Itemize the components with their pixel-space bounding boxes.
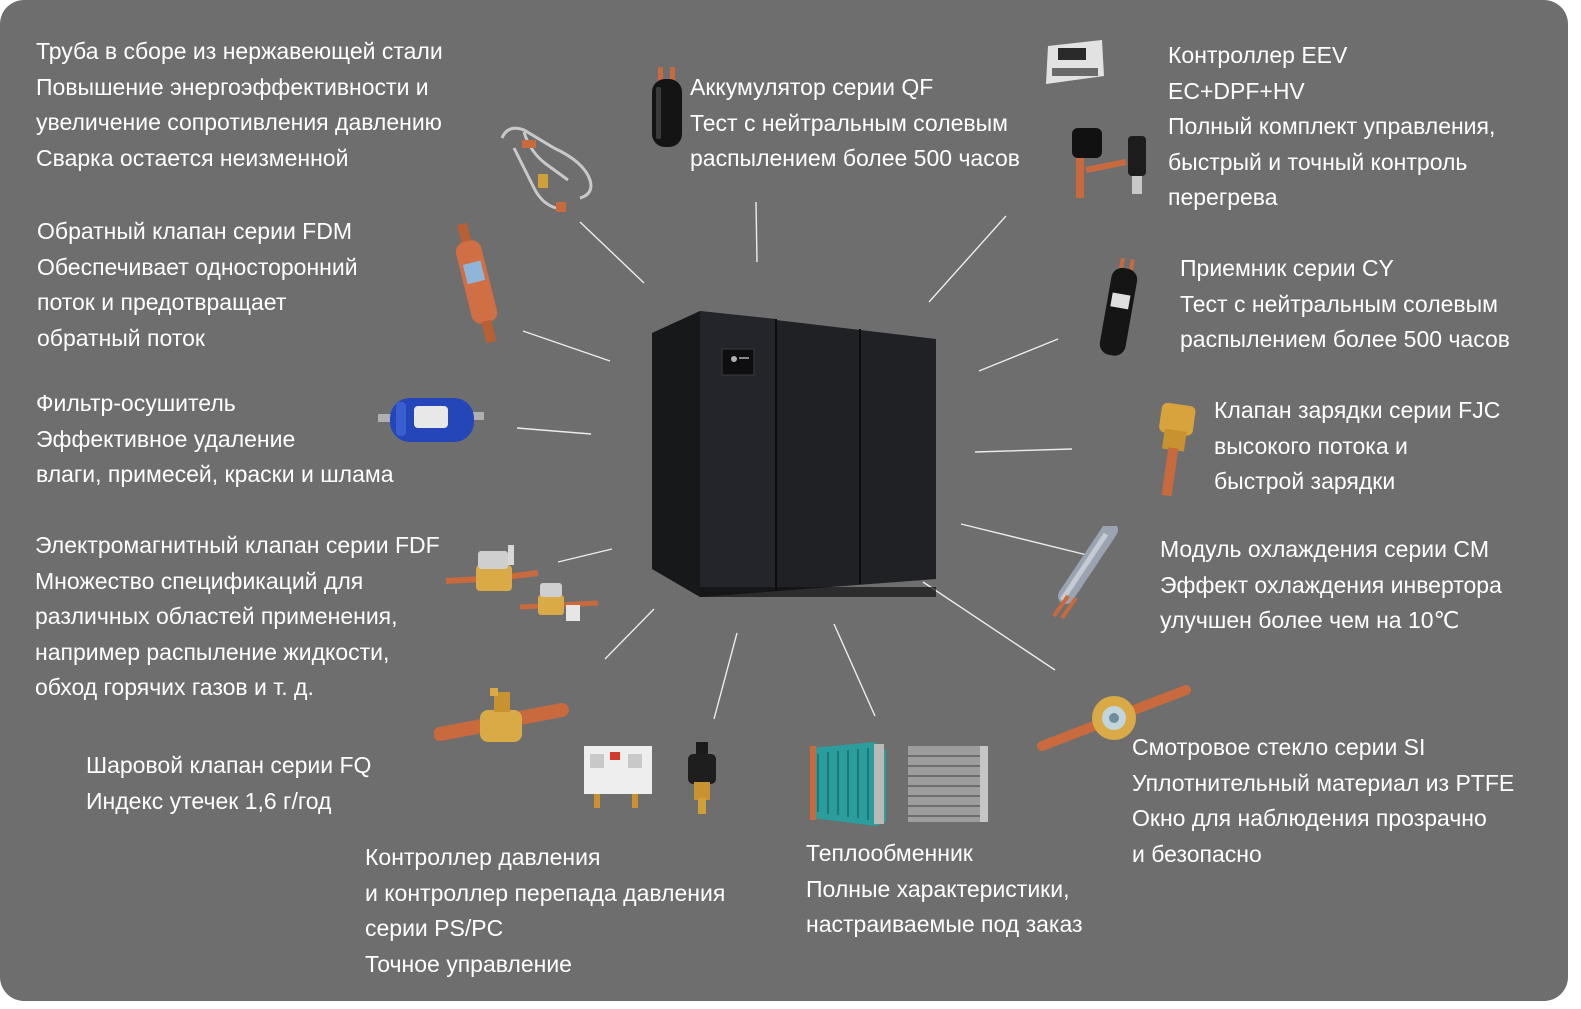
label-solenoid-valve: Электромагнитный клапан серии FDF Множес…	[35, 532, 440, 701]
label-charging-valve: Клапан зарядки серии FJC высокого потока…	[1214, 397, 1501, 495]
connector-line-solenoid	[557, 548, 613, 563]
label-pressure-controller: Контроллер давления и контроллер перепад…	[365, 844, 726, 977]
label-filter-drier: Фильтр-осушитель Эффективное удаление вл…	[36, 390, 394, 488]
label-check-valve: Обратный клапан серии FDM Обеспечивает о…	[37, 218, 358, 351]
pressure-switch-icon	[688, 742, 716, 814]
connector-line-accumulator	[755, 201, 758, 263]
connector-line-pipe	[579, 221, 645, 284]
cooling-module-icon	[1052, 526, 1118, 620]
connector-line-check-valve	[522, 330, 611, 362]
connector-line-pressure	[713, 632, 738, 720]
connector-line-receiver	[978, 338, 1059, 372]
label-accumulator: Аккумулятор серии QF Тест с нейтральным …	[690, 74, 1020, 172]
label-sight-glass: Смотровое стекло серии SI Уплотнительный…	[1132, 734, 1515, 867]
connector-line-sight-glass	[922, 581, 1056, 671]
connector-line-eev	[928, 215, 1007, 303]
label-stainless-pipe: Труба в сборе из нержавеющей стали Повыш…	[36, 38, 443, 171]
charging-valve-icon	[1159, 402, 1196, 497]
label-heat-exchanger: Теплообменник Полные характеристики, нас…	[806, 840, 1083, 938]
precision-air-conditioner-cabinet-icon	[652, 311, 936, 597]
connector-line-cooling-module	[960, 523, 1088, 556]
label-receiver: Приемник серии CY Тест с нейтральным сол…	[1180, 255, 1510, 353]
ball-valve-icon	[434, 688, 569, 742]
connector-line-ball-valve	[604, 608, 655, 660]
eev-controller-icon	[1046, 40, 1104, 84]
label-cooling-module: Модуль охлаждения серии CM Эффект охлажд…	[1160, 536, 1502, 634]
heat-exchanger-coil-icon	[810, 742, 886, 826]
sight-glass-icon	[1037, 685, 1191, 751]
connector-line-filter	[516, 427, 592, 435]
connector-line-heat-exchanger	[833, 623, 876, 717]
receiver-icon	[1099, 258, 1138, 356]
check-valve-icon	[455, 222, 498, 344]
label-ball-valve: Шаровой клапан серии FQ Индекс утечек 1,…	[86, 752, 372, 814]
expansion-valve-icon	[1072, 128, 1146, 198]
label-eev-controller: Контроллер EEV EC+DPF+HV Полный комплект…	[1168, 42, 1496, 211]
accumulator-icon	[652, 67, 682, 147]
heat-exchanger-icon	[908, 746, 988, 822]
solenoid-valve-icon	[445, 545, 599, 621]
filter-drier-icon	[378, 398, 484, 442]
pressure-controller-icon	[584, 746, 652, 808]
stainless-pipe-assembly-icon	[500, 126, 593, 212]
connector-line-charging-valve	[974, 448, 1073, 453]
